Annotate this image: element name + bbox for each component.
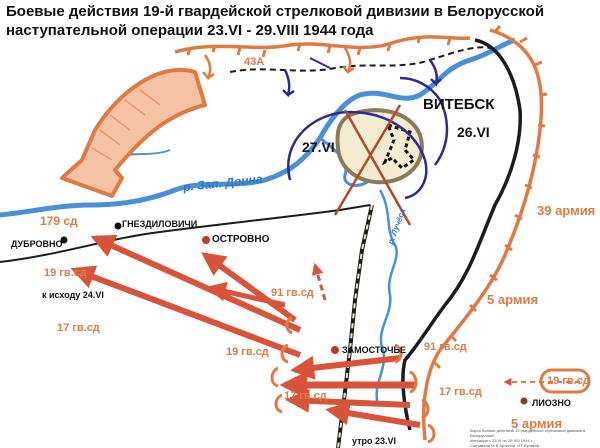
map-credit: Карта боевых действий 19 гвардейской стр… bbox=[470, 428, 600, 448]
marker-liozno bbox=[520, 397, 528, 405]
enemy-corps-27: 27.VI bbox=[302, 139, 335, 155]
unit-91gv-right: 91 гв.сд bbox=[424, 341, 467, 353]
attack-arrow-4 bbox=[206, 281, 286, 308]
reserve-box-19 bbox=[539, 368, 591, 394]
enemy-arrow-3 bbox=[309, 57, 331, 69]
place-ostrovno: ОСТРОВНО bbox=[212, 234, 270, 245]
encirclement-arc-26 bbox=[399, 76, 449, 166]
front-east-ours bbox=[421, 28, 544, 441]
note-by-end-24: к исходу 24.VI bbox=[42, 290, 104, 300]
place-gnezdilovichi: ГНЕЗДИЛОВИЧИ bbox=[122, 219, 198, 229]
unit-19gv-box: 19 гв.сд bbox=[547, 375, 590, 387]
unit-17gv-low: 17 гв.сд bbox=[284, 390, 327, 402]
enemy-arrow-1 bbox=[282, 69, 295, 98]
attack-arrow-3 bbox=[201, 252, 297, 323]
marker-gnezdilovichi bbox=[114, 222, 122, 230]
map-credit-line-1: Карта боевых действий 19 гвардейской стр… bbox=[470, 428, 586, 438]
marker-zamostochye bbox=[331, 346, 339, 354]
unit-19gv-mid: 19 гв.сд bbox=[226, 346, 269, 358]
front-east-ticks bbox=[432, 25, 548, 370]
vitebsk-city-core bbox=[381, 122, 417, 170]
river-dvina bbox=[0, 37, 516, 218]
map-title-line-1: Боевые действия 19-й гвардейской стрелко… bbox=[6, 3, 545, 20]
front-top-enemy bbox=[229, 46, 491, 73]
map-title: Боевые действия 19-й гвардейской стрелко… bbox=[6, 2, 566, 40]
encirclement-arc-27 bbox=[287, 110, 428, 200]
marker-ostrovno bbox=[202, 236, 210, 244]
note-morning-23: утро 23.VI bbox=[352, 436, 397, 446]
enemy-arrow-2 bbox=[428, 59, 442, 87]
unit-91gv-top: 91 гв.сд bbox=[271, 287, 314, 299]
place-liozno: ЛИОЗНО bbox=[532, 398, 571, 408]
attack-arrow-5 bbox=[290, 355, 401, 380]
place-vitebsk: ВИТЕБСК bbox=[423, 96, 495, 113]
attack-arrow-8 bbox=[325, 401, 421, 428]
marker-dubrovno bbox=[60, 236, 68, 244]
map-credit-line-3: Составили М.В.Архипов, Н.Г.Кулаков bbox=[470, 443, 539, 448]
unit-17gv-left: 17 гв.сд bbox=[57, 322, 100, 334]
attack-arrow-9 bbox=[311, 262, 327, 301]
unit-19gv-left: 19 гв.сд bbox=[44, 267, 87, 279]
our-arrow-top-1 bbox=[202, 54, 215, 81]
place-dubrovno: ДУБРОВНО bbox=[11, 239, 63, 249]
front-northeast-enemy bbox=[401, 38, 523, 431]
river-luchesa bbox=[375, 189, 398, 406]
enemy-corps-26: 26.VI bbox=[457, 124, 490, 140]
army-43-arrow-hatch bbox=[91, 89, 161, 161]
army-43-arrow bbox=[60, 68, 207, 198]
railway-west bbox=[0, 204, 371, 263]
front-top-ticks bbox=[186, 35, 452, 58]
unit-5-army-bottom: 5 армия bbox=[511, 416, 563, 431]
place-zamostochye: ЗАМОСТОЧЬЕ bbox=[342, 345, 406, 355]
map-credit-line-2: операции с 23.VI по 29.VIII 1944 г. bbox=[470, 438, 533, 443]
map-title-line-2: наступательной операции 23.VI - 29.VIII … bbox=[6, 22, 374, 39]
strike-line-1 bbox=[343, 109, 412, 226]
unit-17gv-bottom: 17 гв.сд bbox=[439, 386, 482, 398]
unit-5-army-mid: 5 армия bbox=[487, 292, 539, 307]
unit-39-army: 39 армия bbox=[537, 203, 596, 218]
attack-arrow-2 bbox=[70, 265, 302, 358]
attack-arrow-1 bbox=[90, 234, 302, 333]
railway-south-dashes bbox=[337, 204, 373, 448]
front-top-ours bbox=[174, 35, 471, 54]
unit-43a: 43А bbox=[244, 56, 265, 68]
start-line-brackets bbox=[270, 316, 436, 444]
unit-179sd: 179 сд bbox=[40, 214, 78, 228]
strike-line-2 bbox=[333, 104, 402, 216]
our-arrow-top-2 bbox=[342, 47, 355, 75]
